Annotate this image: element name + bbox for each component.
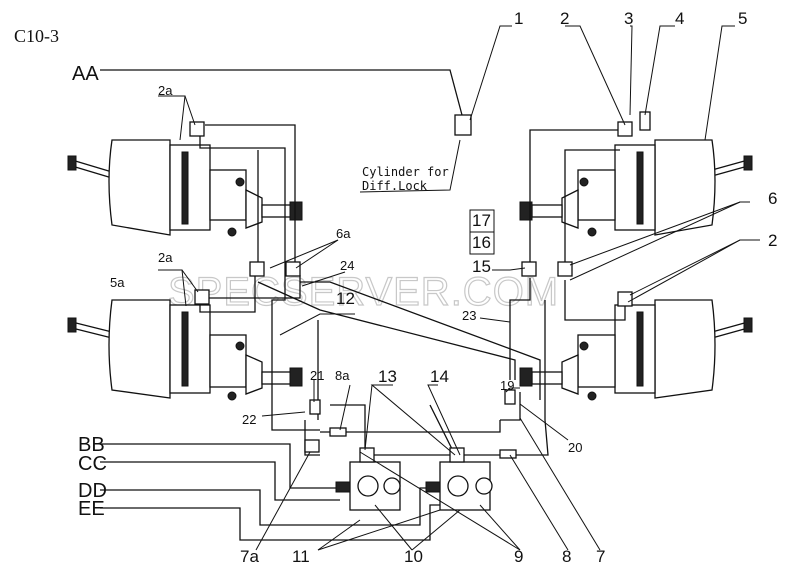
callout-13: 13 (378, 367, 397, 386)
callout-9: 9 (514, 547, 523, 566)
fittings (189, 111, 651, 459)
callout-15: 15 (472, 257, 491, 276)
callout-7: 7 (596, 547, 605, 566)
callout-17: 17 (472, 211, 491, 230)
callout-4: 4 (675, 9, 684, 28)
brake-chamber-top-left (67, 139, 303, 237)
callout-2a-top: 2a (158, 83, 173, 98)
callout-8a: 8a (335, 368, 350, 383)
callout-2-right: 2 (768, 231, 777, 250)
page-code: C10-3 (14, 26, 59, 46)
callout-2a-mid: 2a (158, 250, 173, 265)
callout-5: 5 (738, 9, 747, 28)
callout-8: 8 (562, 547, 571, 566)
callout-12: 12 (336, 289, 355, 308)
callout-labels: 1 2 3 4 5 6 2 2a 2a 5a 6a 24 12 17 16 15… (110, 9, 777, 566)
input-aa-label: AA (72, 63, 99, 85)
air-pipes (100, 69, 626, 541)
relay-valve-left (335, 447, 401, 511)
callout-6a: 6a (336, 226, 351, 241)
input-dd-label: DD (78, 480, 107, 502)
callout-5a: 5a (110, 275, 125, 290)
cylinder-note-line1: Cylinder for (362, 165, 449, 179)
input-bb-label: BB (78, 434, 105, 456)
callout-14: 14 (430, 367, 449, 386)
callout-22: 22 (242, 412, 256, 427)
callout-1: 1 (514, 9, 523, 28)
callout-23: 23 (462, 308, 476, 323)
input-cc-label: CC (78, 453, 107, 475)
callout-16: 16 (472, 233, 491, 252)
callout-7a: 7a (240, 547, 259, 566)
brake-chamber-bottom-left (67, 299, 303, 401)
callout-21: 21 (310, 368, 324, 383)
brake-chamber-top-right (519, 139, 753, 237)
callout-10: 10 (404, 547, 423, 566)
input-ee-label: EE (78, 498, 105, 520)
cylinder-note-line2: Diff.Lock (362, 179, 428, 193)
callout-6: 6 (768, 189, 777, 208)
watermark: SPECSERVER.COM (168, 270, 559, 314)
callout-24: 24 (340, 258, 354, 273)
callout-20: 20 (568, 440, 582, 455)
leader-lines (158, 25, 760, 551)
brake-chamber-bottom-right (519, 299, 753, 401)
callout-19: 19 (500, 378, 514, 393)
callout-11: 11 (292, 547, 310, 566)
relay-valve-right (425, 447, 493, 511)
callout-2-top: 2 (560, 9, 569, 28)
callout-3: 3 (624, 9, 633, 28)
